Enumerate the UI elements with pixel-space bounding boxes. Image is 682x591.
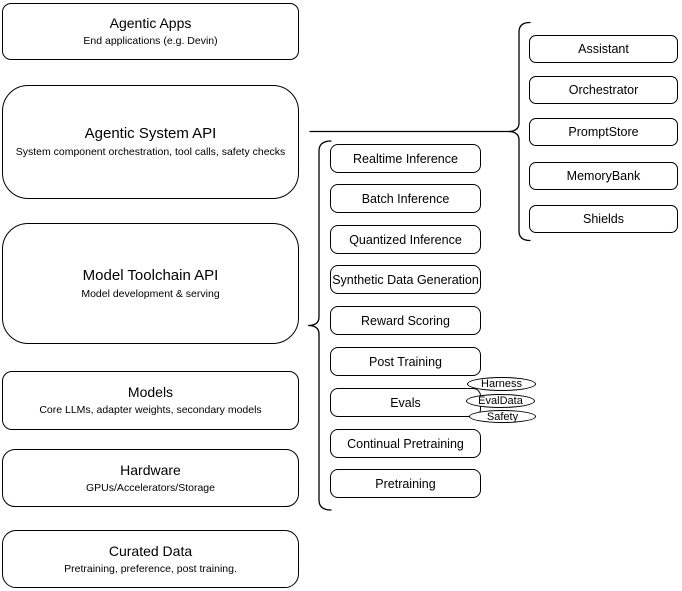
layer-subtitle: GPUs/Accelerators/Storage (86, 481, 215, 494)
eval-tag-evaldata: EvalData (466, 394, 535, 408)
layer-subtitle: End applications (e.g. Devin) (83, 35, 218, 47)
eval-tag-harness: Harness (467, 377, 536, 391)
system-component-shields: Shields (529, 205, 678, 233)
toolchain-item-continual-pretraining: Continual Pretraining (330, 429, 481, 458)
layer-box-curated-data: Curated Data Pretraining, preference, po… (2, 530, 299, 588)
eval-tag-safety: Safety (469, 410, 536, 423)
toolchain-item-synthetic-data-generation: Synthetic Data Generation (330, 265, 481, 294)
layer-title: Agentic Apps (109, 15, 192, 31)
system-component-orchestrator: Orchestrator (529, 76, 678, 104)
layer-title: Hardware (120, 461, 181, 478)
layer-subtitle: Core LLMs, adapter weights, secondary mo… (39, 404, 262, 416)
toolchain-item-post-training: Post Training (330, 347, 481, 376)
toolchain-brace (307, 140, 332, 511)
layer-title: Models (127, 384, 174, 400)
system-component-assistant: Assistant (529, 35, 678, 63)
toolchain-item-realtime-inference: Realtime Inference (330, 144, 481, 173)
system-components-brace (507, 21, 531, 242)
toolchain-item-quantized-inference: Quantized Inference (330, 225, 481, 254)
toolchain-item-evals: Evals (330, 388, 481, 417)
layer-box-models: Models Core LLMs, adapter weights, secon… (2, 371, 299, 430)
layer-subtitle: Model development & serving (81, 287, 220, 300)
layer-subtitle: System component orchestration, tool cal… (15, 146, 286, 158)
layer-title: Curated Data (108, 542, 193, 559)
layer-box-agentic-system-api: Agentic System API System component orch… (2, 85, 299, 199)
layer-box-hardware: Hardware GPUs/Accelerators/Storage (2, 449, 299, 507)
system-component-promptstore: PromptStore (529, 118, 678, 146)
layer-title: Agentic System API (84, 125, 217, 142)
layer-title: Model Toolchain API (82, 266, 219, 284)
toolchain-item-pretraining: Pretraining (330, 469, 481, 498)
layer-subtitle: Pretraining, preference, post training. (64, 562, 237, 575)
toolchain-item-reward-scoring: Reward Scoring (330, 306, 481, 335)
layer-box-model-toolchain-api: Model Toolchain API Model development & … (2, 223, 299, 344)
layer-box-agentic-apps: Agentic Apps End applications (e.g. Devi… (2, 3, 299, 60)
system-component-memorybank: MemoryBank (529, 162, 678, 190)
toolchain-item-batch-inference: Batch Inference (330, 184, 481, 213)
